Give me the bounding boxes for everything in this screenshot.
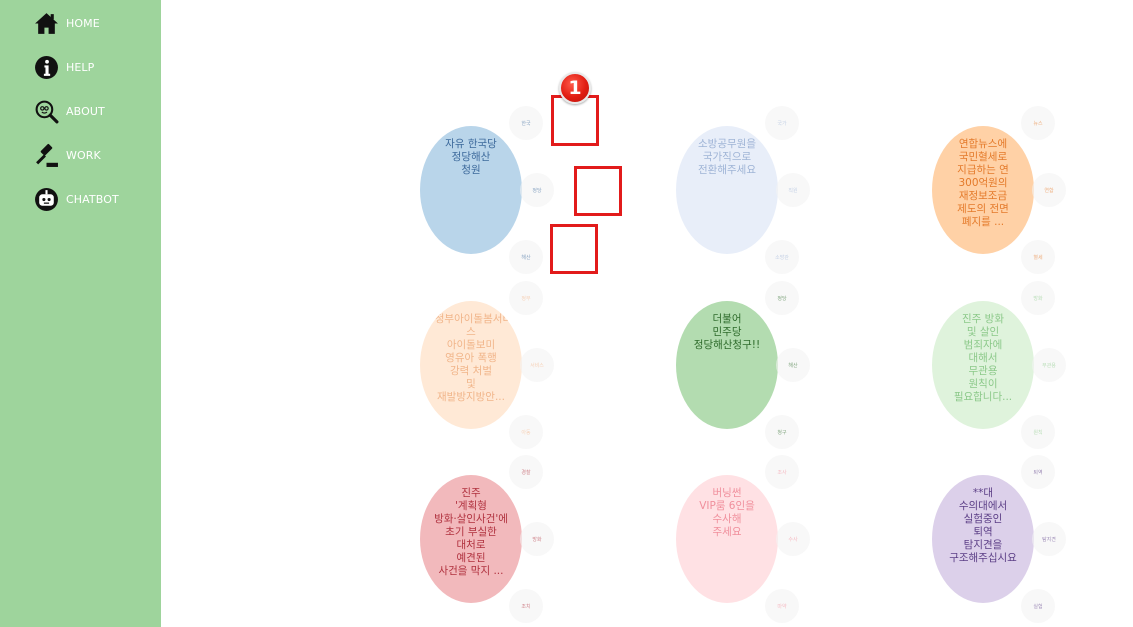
nav-item-home[interactable]: HOME: [34, 9, 100, 37]
keyword-bubble[interactable]: 경찰: [509, 455, 543, 489]
chatbot-icon: [34, 187, 59, 212]
keyword-bubble[interactable]: 뉴스: [1021, 106, 1055, 140]
nav-item-chatbot[interactable]: CHATBOT: [34, 185, 119, 213]
petition-bubble[interactable]: "정부아이돌봄서비스 아이돌보미 영유아 폭행 강력 처벌 및 재발방지방안..…: [420, 301, 522, 429]
keyword-bubble[interactable]: 혈세: [1021, 240, 1055, 274]
keyword-bubble[interactable]: 정당: [520, 173, 554, 207]
keyword-bubble[interactable]: 퇴역: [1021, 455, 1055, 489]
nav-item-help[interactable]: HELP: [34, 53, 94, 81]
nav-label: CHATBOT: [66, 192, 119, 206]
keyword-bubble[interactable]: 마약: [765, 589, 799, 623]
nav-label: ABOUT: [66, 104, 105, 118]
petition-bubble[interactable]: 진주 방화 및 살인 범죄자에 대해서 무관용 원칙이 필요합니다...: [932, 301, 1034, 429]
nav-label: HOME: [66, 16, 100, 30]
highlight-box: [550, 224, 598, 274]
gavel-icon: [34, 143, 59, 168]
petition-bubble[interactable]: **대 수의대에서 실험중인 퇴역 탐지견을 구조해주십시요: [932, 475, 1034, 603]
keyword-bubble[interactable]: 서비스: [520, 348, 554, 382]
petition-bubble[interactable]: 소방공무원을 국가직으로 전환해주세요: [676, 126, 778, 254]
petition-title: 연합뉴스에 국민혈세로 지급하는 연 300억원의 재정보조금 제도의 전면 폐…: [957, 138, 1009, 228]
petition-title: "정부아이돌봄서비스 아이돌보미 영유아 폭행 강력 처벌 및 재발방지방안..…: [429, 313, 513, 403]
petition-bubble[interactable]: 연합뉴스에 국민혈세로 지급하는 연 300억원의 재정보조금 제도의 전면 폐…: [932, 126, 1034, 254]
petition-title: 소방공무원을 국가직으로 전환해주세요: [698, 138, 756, 176]
petition-title: 더불어 민주당 정당해산청구!!: [693, 313, 761, 351]
keyword-bubble[interactable]: 소방관: [765, 240, 799, 274]
keyword-bubble[interactable]: 조치: [509, 589, 543, 623]
highlight-box: [574, 166, 622, 216]
keyword-bubble[interactable]: 실험: [1021, 589, 1055, 623]
keyword-bubble[interactable]: 한국: [509, 106, 543, 140]
keyword-bubble[interactable]: 정부: [509, 281, 543, 315]
petition-bubble[interactable]: 더불어 민주당 정당해산청구!!: [676, 301, 778, 429]
nav-item-work[interactable]: WORK: [34, 141, 101, 169]
sidebar: HOME HELP ABOUT WORK CHATBOT: [0, 0, 161, 627]
keyword-bubble[interactable]: 정당: [765, 281, 799, 315]
petition-bubble[interactable]: 자유 한국당 정당해산 청원: [420, 126, 522, 254]
keyword-bubble[interactable]: 수사: [776, 522, 810, 556]
nav-label: WORK: [66, 148, 101, 162]
keyword-bubble[interactable]: 아동: [509, 415, 543, 449]
keyword-bubble[interactable]: 국가: [765, 106, 799, 140]
magnifier-icon: [34, 99, 59, 124]
keyword-bubble[interactable]: 조사: [765, 455, 799, 489]
keyword-bubble[interactable]: 원칙: [1021, 415, 1055, 449]
home-icon: [34, 11, 59, 36]
keyword-bubble[interactable]: 방화: [520, 522, 554, 556]
nav-item-about[interactable]: ABOUT: [34, 97, 105, 125]
petition-bubble[interactable]: 버닝썬 VIP룸 6인을 수사해 주세요: [676, 475, 778, 603]
petition-title: 자유 한국당 정당해산 청원: [445, 138, 497, 176]
keyword-bubble[interactable]: 해산: [776, 348, 810, 382]
keyword-bubble[interactable]: 탐지견: [1032, 522, 1066, 556]
keyword-bubble[interactable]: 연합: [1032, 173, 1066, 207]
info-icon: [34, 55, 59, 80]
keyword-bubble[interactable]: 방화: [1021, 281, 1055, 315]
nav-label: HELP: [66, 60, 95, 74]
petition-title: 진주 방화 및 살인 범죄자에 대해서 무관용 원칙이 필요합니다...: [953, 313, 1013, 403]
keyword-bubble[interactable]: 청구: [765, 415, 799, 449]
petition-title: 진주 '계획형 방화·살인사건'에 초기 부실한 대처로 예견된 사건을 막지 …: [434, 487, 508, 577]
keyword-bubble[interactable]: 무관용: [1032, 348, 1066, 382]
keyword-bubble[interactable]: 직원: [776, 173, 810, 207]
petition-title: **대 수의대에서 실험중인 퇴역 탐지견을 구조해주십시요: [949, 487, 1017, 564]
petition-bubble[interactable]: 진주 '계획형 방화·살인사건'에 초기 부실한 대처로 예견된 사건을 막지 …: [420, 475, 522, 603]
petition-title: 버닝썬 VIP룸 6인을 수사해 주세요: [699, 487, 755, 538]
step-badge: 1: [559, 72, 591, 104]
keyword-bubble[interactable]: 해산: [509, 240, 543, 274]
